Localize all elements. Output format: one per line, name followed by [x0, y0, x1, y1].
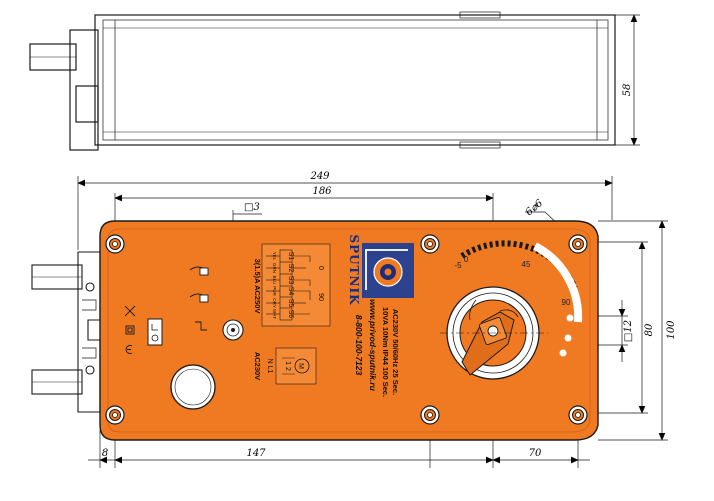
dim-mount-length: 186	[312, 186, 332, 197]
top-body	[94, 14, 616, 146]
earth-ground-icon	[147, 318, 163, 346]
switch-rating: 3(1.5)A AC250V	[253, 259, 262, 314]
dim-left-offset: 8	[102, 448, 108, 459]
mount-hole-top-left	[105, 234, 125, 254]
terminal-s2: S2	[287, 264, 294, 273]
motor-nums: 1 2	[284, 361, 291, 371]
terminal-s4: S4	[287, 287, 294, 296]
mount-hole-bottom-mid	[420, 405, 440, 425]
scale-minus: -5	[454, 261, 462, 270]
dim-right-offset: 70	[529, 448, 542, 459]
switch-a-label: 0	[317, 266, 324, 270]
rotation-scale	[460, 240, 583, 357]
scale-start: 0	[464, 255, 469, 264]
dim-hole-diameter: 6⌀6	[524, 197, 546, 218]
dim-mount-height: 80	[644, 323, 655, 336]
spec-line2: 10VA 10Nm IP44 100 Sec.	[381, 307, 390, 397]
dim-height-top	[615, 14, 640, 146]
terminal-s3: S3	[287, 276, 294, 285]
motor-symbol: M	[297, 363, 304, 369]
mount-hole-bottom-left	[105, 405, 125, 425]
motor-voltage: AC230V	[253, 352, 262, 380]
dim-height-top-label: 58	[622, 84, 633, 97]
wire-color-4: PUR	[272, 286, 277, 296]
motor-terms: N L1	[266, 359, 273, 374]
lock-icon	[189, 266, 209, 331]
switch-b-label: 90	[317, 293, 324, 301]
brand-name: SPUTNIK	[347, 234, 361, 305]
terminal-s5: S5	[287, 299, 294, 308]
left-brackets	[31, 251, 101, 413]
wire-color-1: YEL	[272, 252, 277, 261]
wiring-diagram: S1 S2 S3 S4 S5 S6 YEL GRN BLU PUR ORY WH…	[261, 243, 331, 327]
dim-overall-height: 100	[666, 320, 677, 340]
dim-shaft-size: □12	[623, 320, 634, 342]
terminal-s6: S6	[287, 310, 294, 319]
top-view	[29, 11, 616, 151]
release-screw	[222, 319, 244, 341]
wire-color-6: WHT	[272, 309, 277, 319]
terminal-s1: S1	[287, 252, 294, 261]
phone: 8-800-100-7123	[354, 315, 364, 376]
mounting-holes	[105, 234, 588, 425]
spec-line1: AC230V 50/60Hz 25 Sec.	[391, 309, 400, 395]
scale-end: 90	[562, 298, 571, 307]
wire-color-3: BLU	[272, 276, 277, 285]
dim-shaft-square: □3	[244, 202, 260, 213]
dim-overall-length: 249	[309, 171, 330, 182]
wire-color-5: ORY	[272, 298, 277, 308]
mount-hole-top-right	[568, 234, 588, 254]
recycle-bin-icon	[124, 305, 136, 354]
website: www.privod-sputnik.ru	[368, 299, 378, 392]
mount-hole-top-mid	[420, 234, 440, 254]
cable-gland	[170, 364, 216, 410]
motor-diagram	[275, 347, 317, 385]
scale-mid: 45	[522, 260, 531, 269]
brand-logo	[362, 243, 414, 298]
dim-shaft-offset: 147	[246, 448, 266, 459]
mount-hole-bottom-right	[568, 405, 588, 425]
top-shaft-holder	[69, 29, 99, 151]
actuator-body	[99, 220, 599, 441]
wire-color-2: GRN	[272, 263, 277, 273]
